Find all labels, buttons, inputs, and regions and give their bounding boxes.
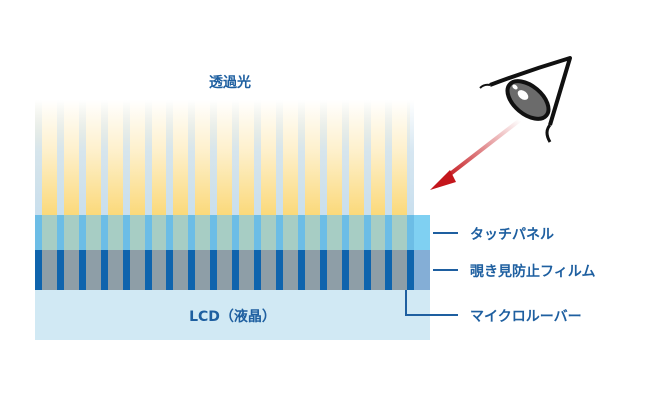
louver-stripe (298, 250, 305, 290)
louver-stripe (298, 100, 305, 215)
louver-stripe (210, 250, 217, 290)
louver-stripe (101, 215, 108, 250)
louver-stripe (385, 215, 392, 250)
lcd-label: LCD（液晶） (189, 309, 276, 325)
louver-stripe (79, 215, 86, 250)
eye-icon (430, 56, 572, 190)
louver-stripe (210, 100, 217, 215)
louver-stripe (79, 250, 86, 290)
louver-stripe (364, 215, 371, 250)
louver-stripe (145, 215, 152, 250)
louver-stripe (57, 250, 64, 290)
touch-panel-layer (35, 215, 430, 250)
transmitted-light-label: 透過光 (209, 75, 251, 91)
louver-stripe (254, 250, 261, 290)
louver-stripe (101, 100, 108, 215)
lcd-layer: LCD（液晶） (35, 290, 430, 340)
louver-stripe (276, 250, 283, 290)
louver-stripe (407, 215, 414, 250)
louver-stripe (166, 250, 173, 290)
transmitted-light-rays (35, 100, 414, 215)
louver-stripe (232, 100, 239, 215)
louver-stripe (385, 100, 392, 215)
louver-stripe (210, 215, 217, 250)
louver-stripe (123, 100, 130, 215)
louver-stripe (145, 250, 152, 290)
louver-stripe (35, 100, 42, 215)
louver-stripe (342, 215, 349, 250)
louver-stripe (320, 250, 327, 290)
louver-stripe (188, 100, 195, 215)
louver-stripe (364, 250, 371, 290)
touch-panel-label: タッチパネル (470, 227, 554, 243)
louver-stripe (123, 250, 130, 290)
louver-stripe (57, 215, 64, 250)
louver-stripe (320, 215, 327, 250)
louver-stripe (188, 215, 195, 250)
louver-stripe (407, 100, 414, 215)
louver-stripe (57, 100, 64, 215)
louver-stripe (254, 100, 261, 215)
louver-stripe (364, 100, 371, 215)
louver-stripe (145, 100, 152, 215)
louver-stripe (385, 250, 392, 290)
louver-stripe (342, 250, 349, 290)
louver-stripe (166, 100, 173, 215)
louver-stripe (298, 215, 305, 250)
louver-stripe (188, 250, 195, 290)
louver-stripe (232, 215, 239, 250)
louver-stripe (79, 100, 86, 215)
louver-stripe (342, 100, 349, 215)
louver-stripe (320, 100, 327, 215)
louver-stripe (35, 215, 42, 250)
privacy-film-edge (410, 250, 430, 290)
micro-louver-label: マイクロルーバー (470, 309, 582, 325)
touch-panel-leader-line (433, 232, 458, 234)
louver-stripe (35, 250, 42, 290)
privacy-film-leader-line (433, 269, 458, 271)
privacy-film-layer (35, 250, 430, 290)
louver-stripe (407, 250, 414, 290)
touch-panel-edge (410, 215, 430, 250)
louver-stripe (123, 215, 130, 250)
louver-stripe (276, 215, 283, 250)
louver-stripe (101, 250, 108, 290)
louver-stripe (254, 215, 261, 250)
louver-stripe (232, 250, 239, 290)
micro-louver-leader-horizontal (405, 314, 458, 316)
viewing-direction-arrow (443, 118, 522, 180)
louver-stripe (166, 215, 173, 250)
louver-stripe (276, 100, 283, 215)
privacy-film-label: 覗き見防止フィルム (470, 264, 596, 280)
micro-louver-leader-vertical (405, 290, 407, 316)
